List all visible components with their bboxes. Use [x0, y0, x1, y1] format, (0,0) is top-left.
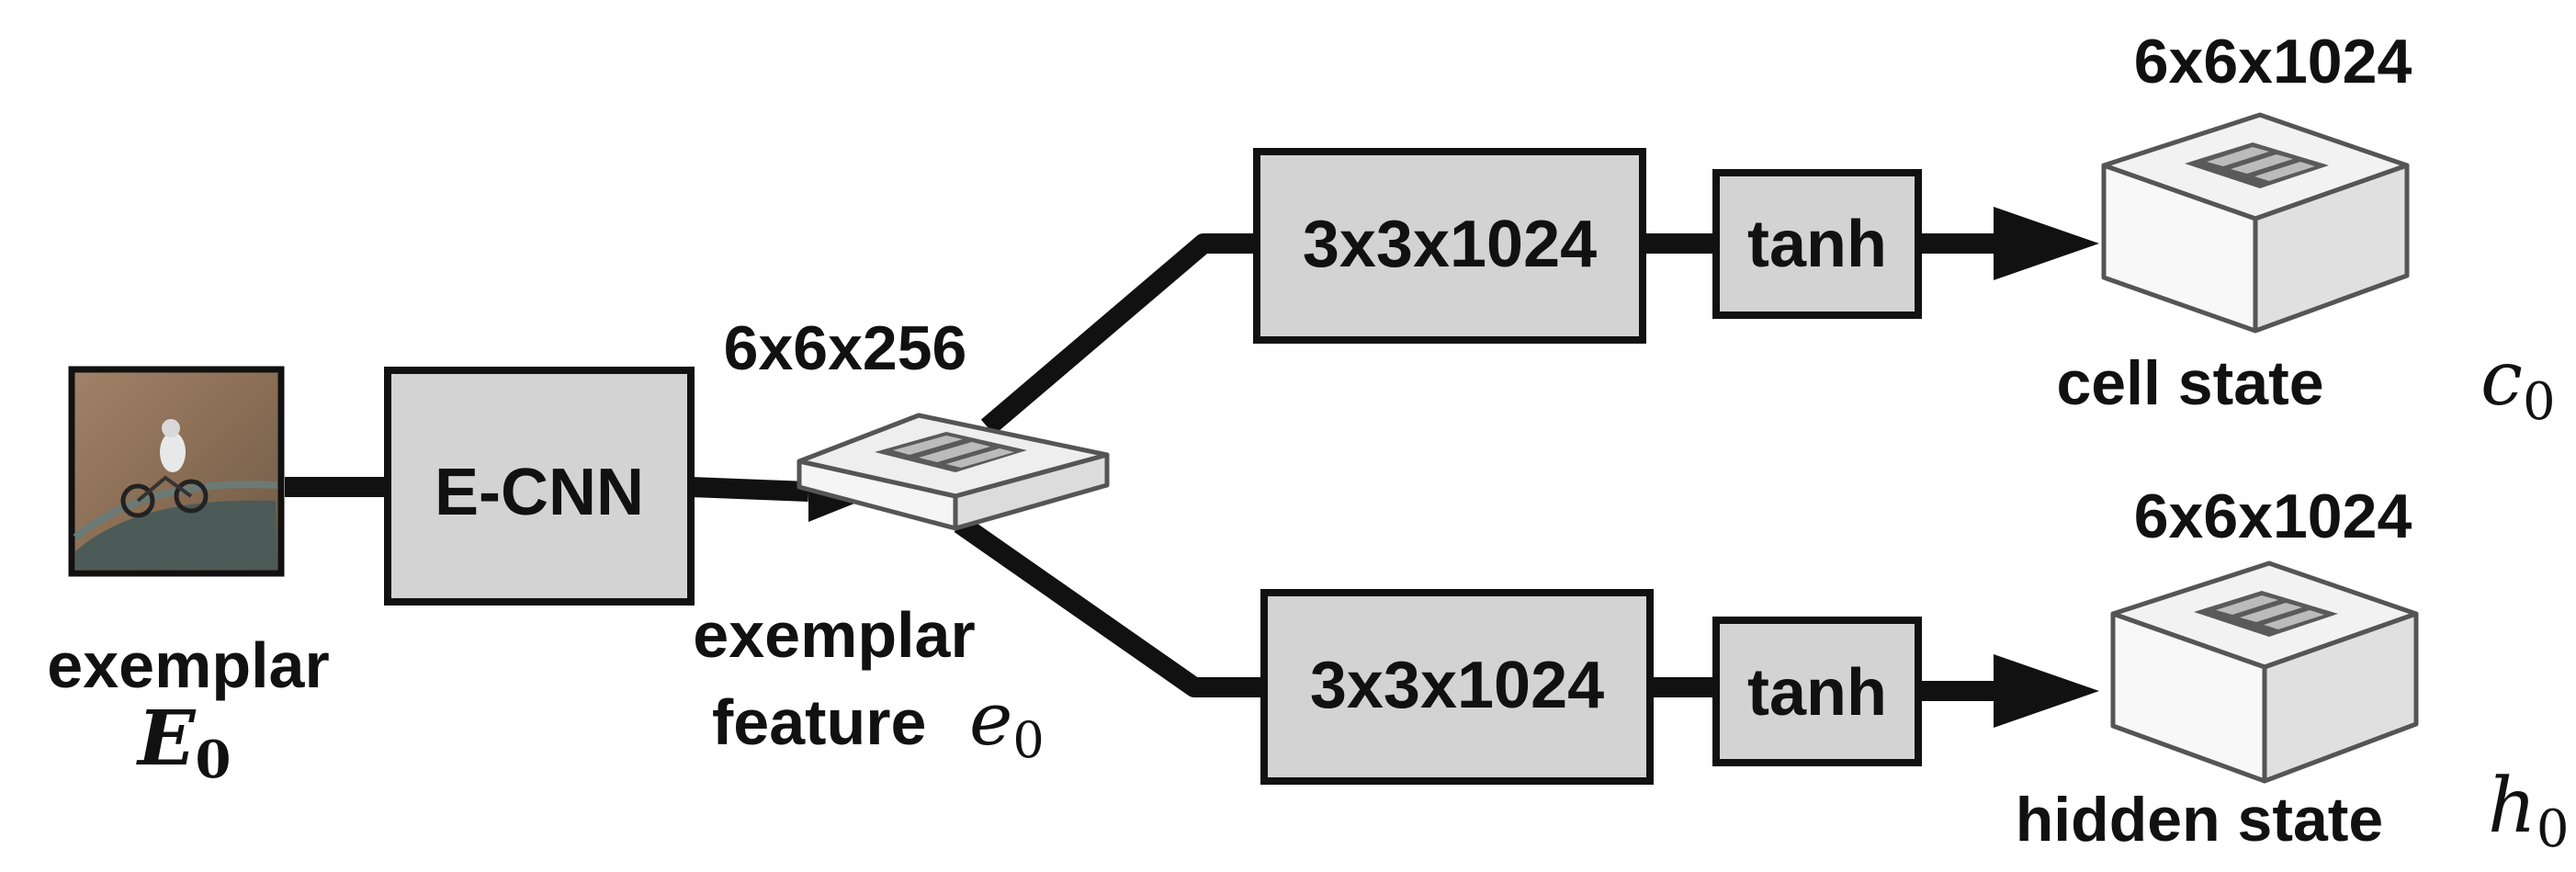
- exemplar-image: [68, 366, 285, 577]
- cell-tanh-label: tanh: [1747, 208, 1887, 281]
- arrowhead-cell-output: [1994, 207, 2099, 280]
- cell-output-size: 6x6x1024: [2134, 27, 2412, 96]
- cell-conv-label: 3x3x1024: [1303, 208, 1597, 281]
- feature-size-label: 6x6x256: [724, 313, 967, 383]
- ecnn-box: [384, 367, 695, 606]
- cell-state-label: cell state: [2056, 348, 2323, 418]
- feature-label-line2: feature: [712, 686, 926, 758]
- hidden-output-size: 6x6x1024: [2134, 481, 2412, 551]
- connector-feature-cell-conv: [980, 233, 1259, 436]
- cell-state-cube-icon: [2101, 112, 2410, 334]
- feature-symbol: e0: [969, 676, 1045, 769]
- feature-grid-icon: [875, 432, 1027, 472]
- exemplar-label: exemplar: [47, 629, 329, 701]
- connector-ecnn-feature: [690, 477, 809, 502]
- cell-conv-box: [1253, 148, 1646, 344]
- feature-label-line1: exemplar: [693, 599, 975, 671]
- arrowhead-hidden-output: [1994, 654, 2099, 728]
- hidden-conv-box: [1260, 589, 1654, 785]
- hidden-state-cube-icon: [2110, 561, 2419, 784]
- hidden-conv-label: 3x3x1024: [1310, 649, 1604, 722]
- connector-feature-hidden-conv: [954, 515, 1268, 697]
- hidden-tanh-label: tanh: [1747, 656, 1887, 730]
- cell-tanh-box: [1712, 169, 1922, 319]
- hidden-state-label: hidden state: [2016, 785, 2384, 855]
- ecnn-label: E-CNN: [435, 456, 644, 529]
- feature-tensor-icon: [797, 413, 1110, 531]
- exemplar-symbol: E0: [136, 695, 231, 790]
- hidden-tanh-box: [1712, 617, 1922, 766]
- hidden-state-symbol: h0: [2488, 763, 2569, 859]
- cell-state-symbol: c0: [2480, 335, 2556, 432]
